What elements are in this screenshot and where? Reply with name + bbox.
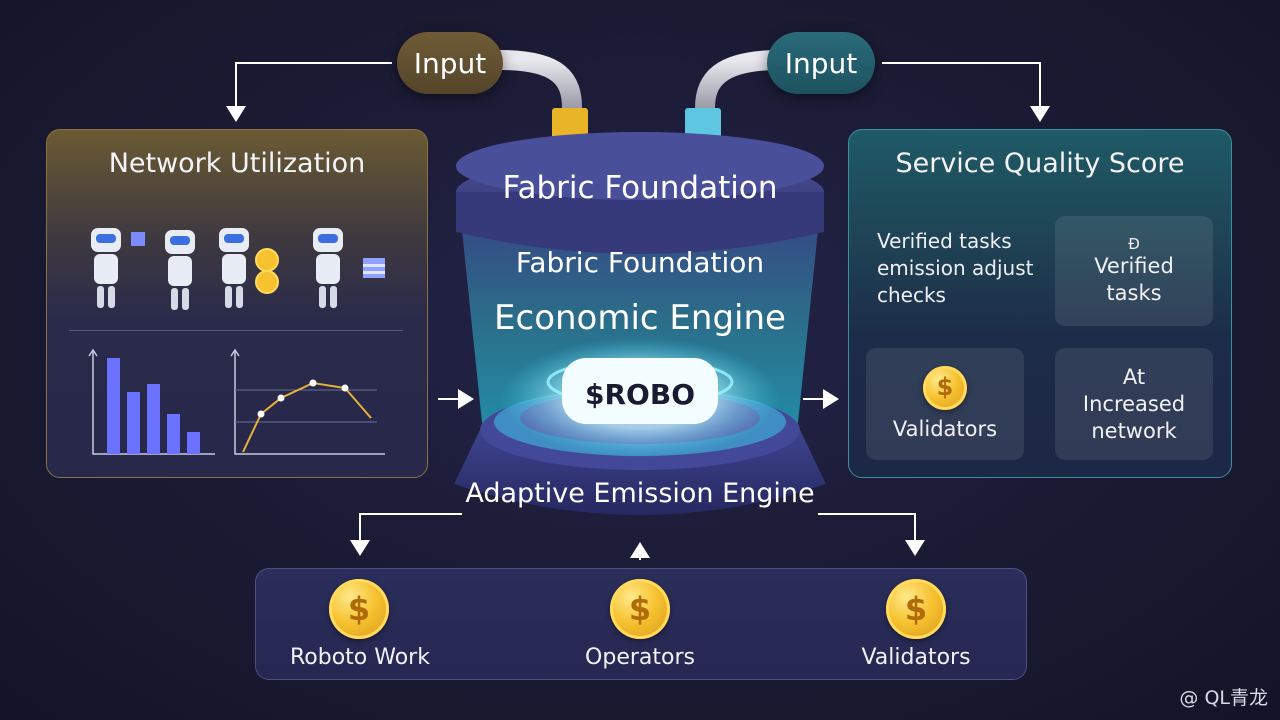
- arrow-input-right-to-service: [882, 62, 1050, 122]
- chart-point: [277, 394, 285, 402]
- robot-icon: [165, 230, 195, 310]
- engine-inner-title: Fabric Foundation: [515, 246, 765, 279]
- coin-icon: $: [610, 579, 670, 639]
- task-glyph-icon: Ɖ: [1128, 235, 1140, 253]
- chart-bar: [127, 392, 140, 454]
- core-token-label: $ROBO: [585, 378, 695, 411]
- card-line: At: [1122, 364, 1146, 389]
- robots-illustration: [91, 228, 385, 310]
- network-utilization-title: Network Utilization: [108, 148, 366, 179]
- emission-flow-panel: $ Roboto Work $ Operators $ Validators: [255, 568, 1027, 680]
- economic-engine: Fabric Foundation Fabric Foundation Econ…: [440, 100, 840, 540]
- pipe-right: [695, 50, 790, 118]
- panel-divider: [69, 330, 403, 331]
- validators-label: Validators: [892, 416, 998, 441]
- engine-main-title: Economic Engine: [494, 298, 786, 338]
- text-line: emission adjust: [877, 256, 1034, 280]
- service-quality-title: Service Quality Score: [895, 148, 1185, 179]
- engine-base-title: Adaptive Emission Engine: [465, 478, 815, 509]
- text-line: Verified tasks: [877, 229, 1012, 253]
- flow-item-roboto-work: Roboto Work: [290, 645, 430, 670]
- validators-card: $ Validators: [866, 348, 1024, 460]
- robot-icon: [313, 228, 385, 308]
- chart-point: [309, 379, 317, 387]
- chart-bar: [187, 432, 200, 454]
- verified-tasks-card: Ɖ Verified tasks: [1055, 216, 1213, 326]
- chart-bar: [147, 384, 160, 454]
- flow-item-validators: Validators: [861, 645, 971, 670]
- arrow-engine-to-roboto-work: [350, 513, 462, 556]
- network-card: At Increased network: [1055, 348, 1213, 460]
- coin-icon: $: [923, 365, 967, 410]
- robot-icon: [91, 228, 145, 308]
- card-line: Verified: [1094, 254, 1174, 278]
- robot-icon: [219, 228, 279, 308]
- line-chart-illustration: [230, 348, 385, 455]
- chart-point: [341, 384, 349, 392]
- engine-cap-title: Fabric Foundation: [502, 170, 778, 206]
- bar-chart-illustration: [88, 348, 215, 455]
- pipe-left: [490, 50, 582, 118]
- service-quality-panel: Service Quality Score Verified tasks emi…: [848, 129, 1232, 478]
- coin-icon: $: [329, 579, 389, 639]
- network-utilization-panel: Network Utilization: [46, 129, 428, 478]
- card-line: Increased: [1082, 391, 1186, 416]
- watermark: @ QL青龙: [1179, 687, 1268, 709]
- input-pill-right: Input: [767, 32, 875, 94]
- chart-bar: [167, 414, 180, 454]
- arrow-input-left-to-network: [226, 62, 392, 122]
- card-line: tasks: [1106, 281, 1162, 305]
- arrow-engine-to-validators: [818, 513, 925, 556]
- engine-body: [454, 108, 826, 515]
- text-line: checks: [877, 283, 946, 307]
- coin-icon: $: [886, 579, 946, 639]
- chart-bar: [107, 358, 120, 454]
- chart-point: [257, 410, 265, 418]
- card-line: network: [1091, 418, 1177, 443]
- flow-item-operators: Operators: [585, 645, 695, 670]
- input-pill-left: Input: [397, 32, 503, 94]
- verified-tasks-text: Verified tasks emission adjust checks: [877, 228, 1033, 309]
